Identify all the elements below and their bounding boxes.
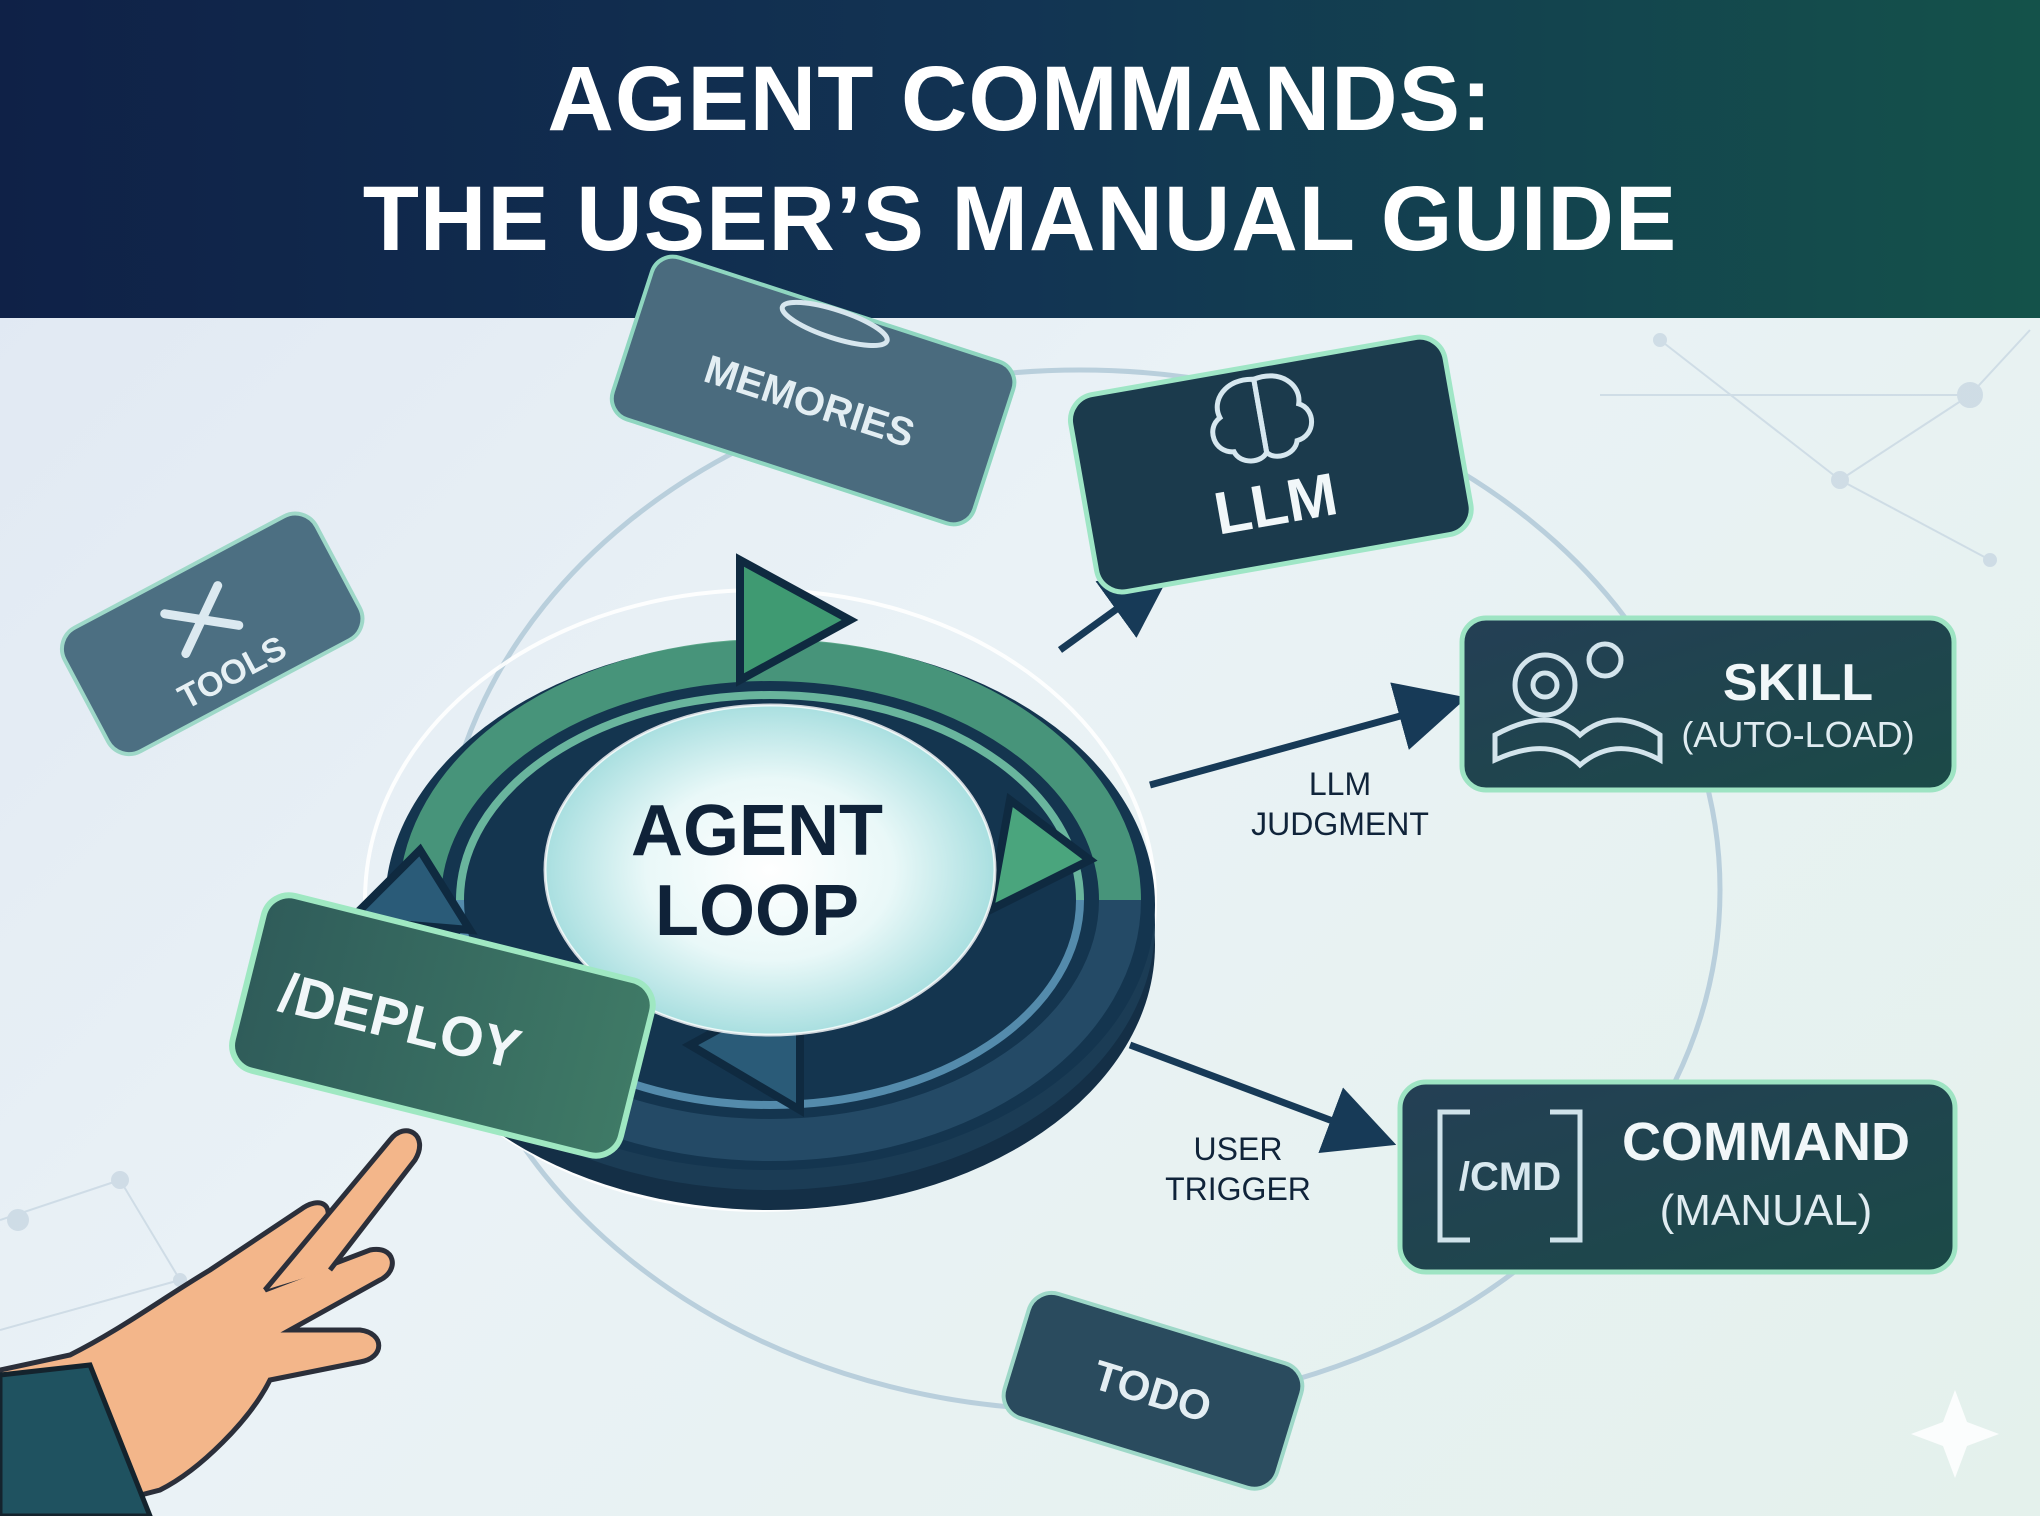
arrow-to-skill	[1149, 682, 1467, 789]
gear-book-icon	[1492, 641, 1663, 769]
title-banner: AGENT COMMANDS: THE USER’S MANUAL GUIDE	[0, 0, 2040, 318]
tools-card: TOOLS	[59, 511, 365, 757]
agent-loop-line-1: AGENT	[631, 791, 883, 871]
database-icon	[779, 299, 890, 349]
network-decoration	[0, 329, 2031, 1331]
skill-card: SKILL (AUTO-LOAD)	[1459, 615, 1957, 793]
pointing-hand-icon	[0, 1128, 423, 1516]
command-title: COMMAND	[1622, 1112, 1910, 1172]
skill-title: SKILL	[1723, 654, 1873, 712]
todo-card: TODO	[1001, 1290, 1305, 1491]
brain-icon	[1210, 373, 1314, 464]
sparkle-icon	[1911, 1390, 1999, 1478]
skill-subtitle: (AUTO-LOAD)	[1681, 714, 1914, 755]
arrow-to-command	[1128, 1041, 1397, 1154]
arrow-to-llm	[1057, 568, 1173, 653]
llm-judgment-line-1: LLM	[1309, 766, 1371, 802]
title-line-1: AGENT COMMANDS:	[547, 48, 1493, 150]
deploy-command-button[interactable]: /DEPLOY	[227, 890, 659, 1161]
title-line-2: THE USER’S MANUAL GUIDE	[362, 168, 1678, 270]
wrench-screwdriver-icon	[160, 581, 244, 658]
llm-judgment-line-2: JUDGMENT	[1251, 806, 1429, 842]
command-icon-label: /CMD	[1459, 1155, 1561, 1199]
command-subtitle: (MANUAL)	[1660, 1186, 1873, 1235]
command-card: /CMD COMMAND (MANUAL)	[1397, 1079, 1958, 1275]
command-bracket-left	[1437, 1109, 1470, 1243]
command-bracket-right	[1550, 1109, 1583, 1243]
llm-card: LLM	[1067, 334, 1474, 595]
user-trigger-line-1: USER	[1194, 1131, 1283, 1167]
memories-card: MEMORIES	[609, 254, 1017, 527]
agent-loop-line-2: LOOP	[655, 871, 859, 951]
user-trigger-line-2: TRIGGER	[1165, 1171, 1311, 1207]
